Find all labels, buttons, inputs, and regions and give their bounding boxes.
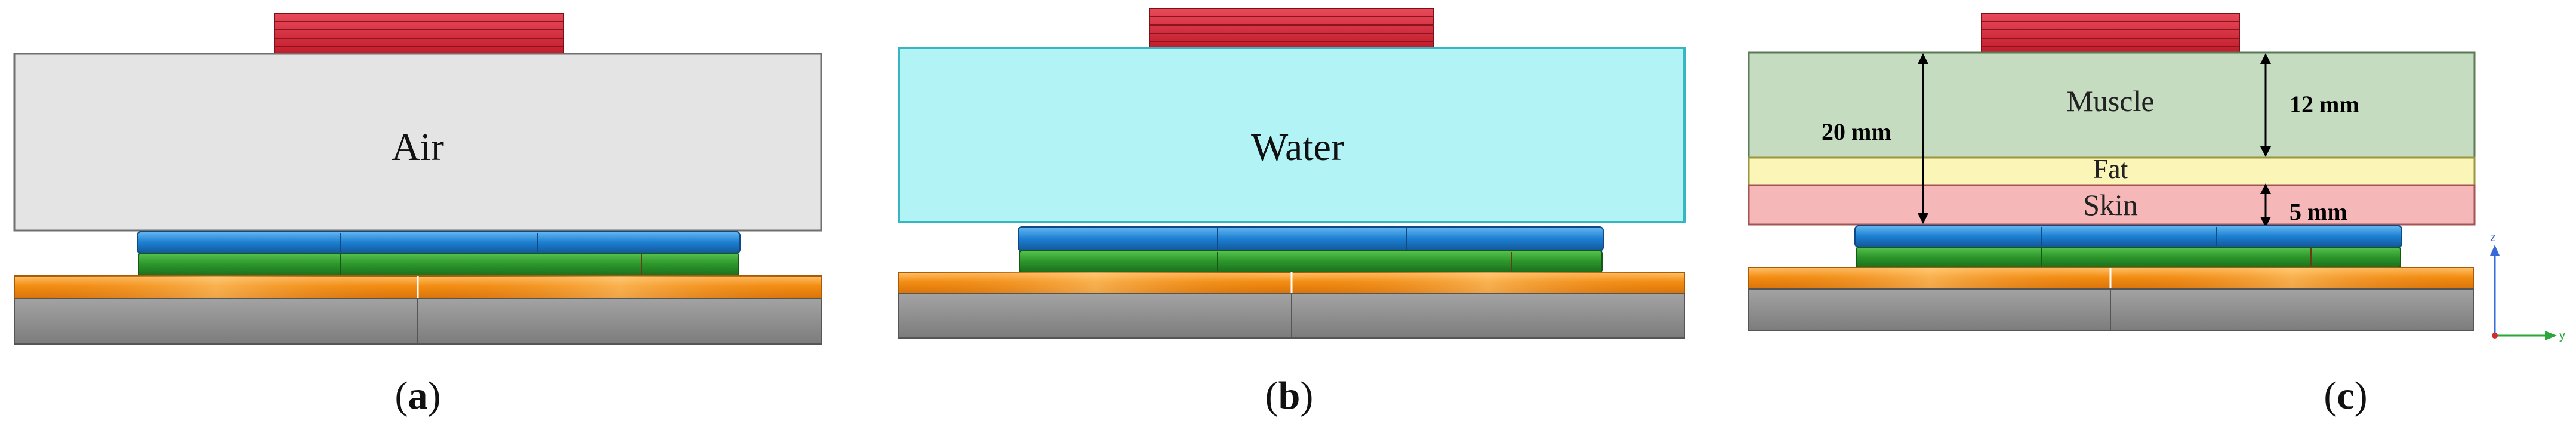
caption-a: (a) [395,374,441,417]
y-axis-label: y [2559,329,2565,342]
panel-a: Air (a) [13,13,822,417]
coil-b [1149,8,1434,48]
muscle-layer [1748,51,2476,159]
fat-layer [1748,156,2476,186]
ground-plane-c [1748,288,2474,331]
dim-label-total: 20 mm [1822,118,1891,145]
z-axis-label: z [2490,231,2496,244]
dim-label-skin: 5 mm [2290,198,2347,225]
y-axis-arrowhead [2545,331,2557,340]
air-medium [13,53,822,232]
substrate-c [1748,267,2474,290]
coil-a [274,13,564,54]
ground-plane-b [898,293,1685,339]
muscle-label: Muscle [2066,84,2154,118]
skin-label: Skin [2083,188,2138,222]
air-label: Air [392,125,444,169]
z-axis-arrowhead [2490,245,2500,256]
green-disc-a [138,253,739,277]
x-axis-origin-dot [2492,333,2498,339]
axis-triad: z y [2490,231,2565,342]
ground-plane-a [14,298,822,345]
substrate-b [898,272,1685,294]
water-label: Water [1251,125,1344,169]
substrate-a [14,275,822,299]
blue-disc-a [137,231,741,254]
caption-c: (c) [2324,374,2367,417]
fat-label: Fat [2093,153,2128,184]
panel-c: Muscle Fat Skin 20 mm 12 mm 5 mm [1748,13,2565,417]
caption-b: (b) [1265,374,1314,417]
green-disc-b [1019,250,1603,273]
coil-c [1981,13,2240,53]
skin-layer [1748,184,2476,226]
green-disc-c [1856,247,2401,268]
panel-b: Water (b) [898,8,1686,417]
dim-label-muscle: 12 mm [2290,91,2359,118]
water-medium [898,47,1686,223]
blue-disc-c [1854,225,2402,248]
blue-disc-b [1018,226,1604,251]
